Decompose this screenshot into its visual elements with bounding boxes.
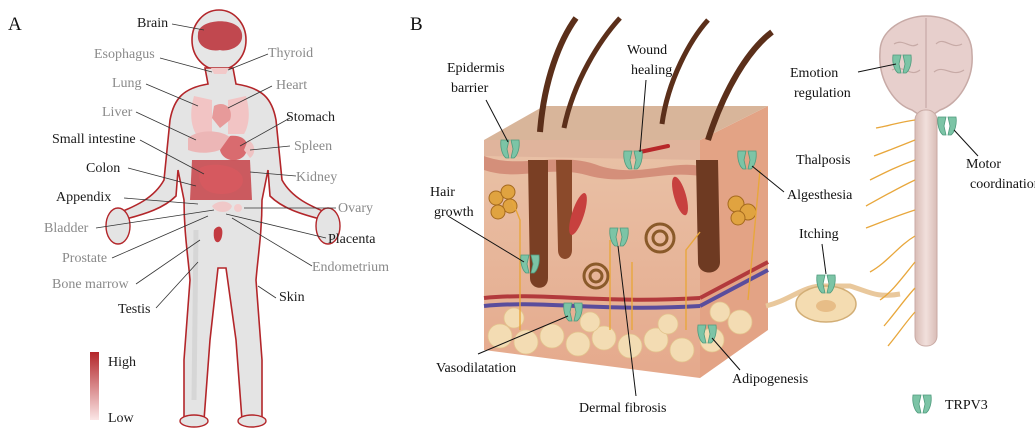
ovary-organ xyxy=(234,204,242,212)
organ-label-thyroid: Thyroid xyxy=(268,46,313,61)
trpv3-legend: TRPV3 xyxy=(913,395,988,413)
organ-label-bladder: Bladder xyxy=(44,221,89,236)
organ-label-spleen: Spleen xyxy=(294,139,332,154)
trpv3-channel-icon xyxy=(938,117,957,135)
expression-gradient-bar xyxy=(90,352,99,420)
label-vasodilatation: Vasodilatation xyxy=(436,361,516,376)
organ-label-placenta: Placenta xyxy=(328,232,376,247)
label-itching: Itching xyxy=(799,227,839,242)
trpv3-legend-icon xyxy=(913,395,932,413)
organ-label-prostate: Prostate xyxy=(62,251,107,266)
organ-label-endometrium: Endometrium xyxy=(312,260,389,275)
brain-organ xyxy=(198,21,242,50)
label-algesthesia: Algesthesia xyxy=(787,188,853,203)
legend-low-label: Low xyxy=(108,411,135,426)
skin-block xyxy=(484,18,772,378)
expression-legend: High Low xyxy=(90,352,136,426)
panel-a-letter: A xyxy=(8,14,22,35)
sensory-neuron xyxy=(766,286,900,322)
organ-label-kidney: Kidney xyxy=(296,170,337,185)
lung-organ xyxy=(191,96,212,134)
organ-label-liver: Liver xyxy=(102,105,133,120)
panel-b-letter: B xyxy=(410,14,423,35)
organ-label-lung: Lung xyxy=(112,76,142,91)
organ-label-esophagus: Esophagus xyxy=(94,47,155,62)
organ-label-skin: Skin xyxy=(279,290,305,305)
organ-label-ovary: Ovary xyxy=(338,201,373,216)
legend-high-label: High xyxy=(108,355,136,370)
organ-label-stomach: Stomach xyxy=(286,110,335,125)
organ-label-bone-marrow: Bone marrow xyxy=(52,277,129,292)
trpv3-legend-label: TRPV3 xyxy=(945,398,988,413)
organ-label-heart: Heart xyxy=(276,78,307,93)
label-dermal-fibrosis: Dermal fibrosis xyxy=(579,401,666,416)
thyroid-organ xyxy=(211,68,229,74)
label-thalposis: Thalposis xyxy=(796,153,850,168)
organ-label-colon: Colon xyxy=(86,161,120,176)
organ-label-small-intestine: Small intestine xyxy=(52,132,136,147)
organ-label-appendix: Appendix xyxy=(56,190,111,205)
label-adipogenesis: Adipogenesis xyxy=(732,372,808,387)
organ-label-brain: Brain xyxy=(137,16,168,31)
organ-label-testis: Testis xyxy=(118,302,150,317)
